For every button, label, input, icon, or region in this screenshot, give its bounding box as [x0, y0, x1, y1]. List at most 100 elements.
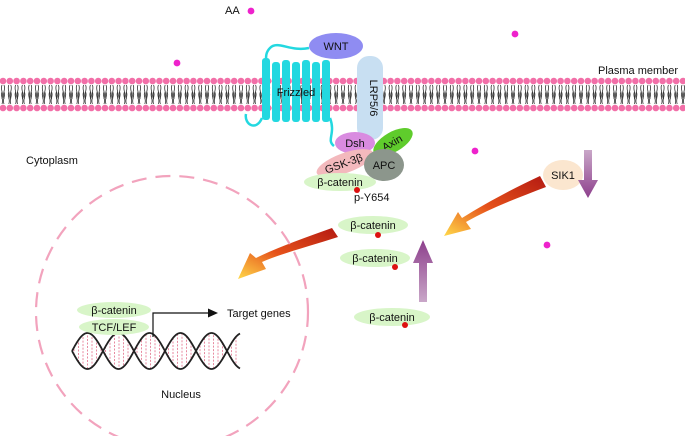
- lipid-head: [604, 104, 612, 112]
- lipid-tail: [558, 91, 561, 105]
- nuclear-translocation-arrow: [238, 228, 338, 279]
- frizzled-helix: [262, 58, 270, 120]
- lipid-tail: [601, 91, 604, 105]
- free-beta-catenin: β-catenin β-catenin β-catenin: [338, 216, 430, 328]
- target-genes-label: Target genes: [227, 308, 291, 320]
- lipid-tail: [579, 91, 581, 105]
- lipid-head: [20, 77, 27, 85]
- lipid-head: [482, 104, 490, 112]
- lipid-tail: [669, 91, 672, 105]
- lipid-head: [108, 77, 116, 85]
- lipid-tail: [390, 91, 393, 105]
- lipid-head: [346, 77, 354, 85]
- lipid-head: [190, 77, 197, 85]
- phospho-dot: [354, 187, 360, 193]
- lipid-head: [394, 104, 401, 112]
- lipid-head: [33, 104, 41, 112]
- lipid-tail: [57, 91, 60, 105]
- lipid-tail: [574, 91, 577, 105]
- lipid-tail: [490, 91, 493, 105]
- lipid-tail: [615, 91, 617, 105]
- lipid-head: [88, 104, 95, 112]
- lipid-tail: [173, 91, 175, 105]
- lipid-head: [536, 104, 544, 112]
- lipid-tail: [343, 91, 345, 105]
- lipid-head: [94, 104, 102, 112]
- lipid-head: [584, 104, 592, 112]
- lipid-tail: [470, 91, 473, 105]
- lipid-head: [543, 77, 551, 85]
- lipid-tail: [395, 91, 398, 105]
- lipid-tail: [483, 91, 486, 105]
- lipid-head: [482, 77, 490, 85]
- lipid-tail: [472, 91, 475, 105]
- lipid-tail: [354, 91, 357, 105]
- lipid-tail: [55, 91, 58, 105]
- lipid-tail: [606, 91, 609, 105]
- lipid-head: [530, 77, 537, 85]
- lipid-tail: [279, 91, 282, 105]
- lipid-head: [496, 77, 503, 85]
- lipid-head: [577, 77, 585, 85]
- lipid-tail: [177, 91, 180, 105]
- lipid-head: [604, 77, 612, 85]
- lipid-head: [332, 77, 340, 85]
- frizzled-label: Frizzled: [277, 87, 316, 99]
- lipid-head: [230, 104, 238, 112]
- lipid-head: [462, 104, 469, 112]
- lipid-head: [394, 77, 401, 85]
- lipid-tail: [191, 91, 194, 105]
- lipid-tail: [519, 91, 522, 105]
- lipid-head: [666, 77, 673, 85]
- lipid-head: [448, 77, 456, 85]
- lipid-head: [502, 77, 510, 85]
- lipid-tail: [565, 91, 568, 105]
- lipid-tail: [628, 91, 631, 105]
- frizzled-helix: [302, 60, 310, 122]
- lipid-tail: [485, 91, 488, 105]
- lipid-head: [81, 77, 88, 85]
- sik1-label: SIK1: [551, 170, 575, 182]
- lipid-head: [414, 104, 422, 112]
- lipid-head: [251, 104, 258, 112]
- lipid-tail: [422, 91, 425, 105]
- lipid-tail: [626, 91, 629, 105]
- lipid-tail: [594, 91, 597, 105]
- lipid-tail: [329, 91, 332, 105]
- lipid-head: [645, 104, 653, 112]
- lipid-head: [224, 104, 231, 112]
- lipid-head: [441, 104, 449, 112]
- arrowhead-icon: [208, 308, 218, 318]
- lipid-tail: [9, 91, 12, 105]
- lrp-shape: [357, 56, 383, 140]
- p-y654-label: p-Y654: [354, 192, 389, 204]
- nucleus-label: Nucleus: [161, 389, 201, 401]
- lipid-tail: [232, 91, 235, 105]
- lipid-head: [645, 77, 653, 85]
- phospho-dot: [402, 322, 408, 328]
- lipid-head: [509, 77, 517, 85]
- lipid-head: [632, 77, 639, 85]
- lipid-tail: [16, 91, 19, 105]
- lipid-tail: [492, 91, 495, 105]
- lrp-coreceptor: LRP5/6: [357, 56, 383, 140]
- lipid-head: [115, 77, 122, 85]
- aa-dot: [247, 7, 255, 15]
- lipid-tail: [540, 91, 543, 105]
- lipid-tail: [424, 91, 427, 105]
- lipid-tail: [336, 91, 339, 105]
- lipid-tail: [649, 91, 651, 105]
- lipid-tail: [109, 91, 112, 105]
- transcription-arrow: [152, 312, 210, 337]
- lipid-tail: [411, 91, 413, 105]
- lipid-tail: [667, 91, 670, 105]
- lipid-head: [666, 104, 673, 112]
- lipid-tail: [572, 91, 575, 105]
- lipid-head: [591, 77, 598, 85]
- lrp-label: LRP5/6: [367, 80, 379, 117]
- lipid-tail: [347, 91, 350, 105]
- lipid-tail: [300, 91, 303, 105]
- lipid-head: [611, 77, 619, 85]
- lipid-head: [543, 104, 551, 112]
- aa-label: AA: [225, 5, 240, 17]
